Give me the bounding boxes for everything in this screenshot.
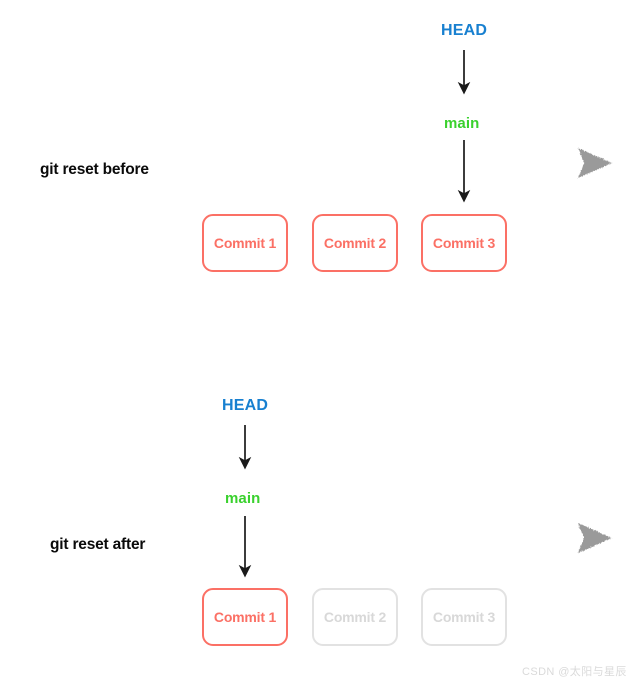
branch-label-before: main: [444, 115, 480, 132]
commit-box-after-2[interactable]: Commit 2: [312, 588, 398, 646]
row-label-before: git reset before: [40, 161, 149, 178]
commit-label: Commit 3: [432, 235, 496, 251]
watermark: CSDN @太阳与星辰: [522, 666, 627, 678]
timeline-before-arrowhead: [578, 148, 612, 178]
commit-label: Commit 1: [213, 609, 277, 625]
branch-label-after: main: [225, 490, 261, 507]
head-label-after: HEAD: [222, 397, 269, 414]
commit-box-before-2[interactable]: Commit 2: [312, 214, 398, 272]
commit-box-before-3[interactable]: Commit 3: [421, 214, 507, 272]
commit-box-after-1[interactable]: Commit 1: [202, 588, 288, 646]
commit-label: Commit 2: [323, 609, 387, 625]
commit-label: Commit 3: [432, 609, 496, 625]
timeline-after-arrowhead: [578, 523, 612, 553]
row-label-after: git reset after: [50, 536, 146, 553]
commit-label: Commit 2: [323, 235, 387, 251]
commit-box-after-3[interactable]: Commit 3: [421, 588, 507, 646]
commit-label: Commit 1: [213, 235, 277, 251]
head-label-before: HEAD: [441, 22, 488, 39]
commit-box-before-1[interactable]: Commit 1: [202, 214, 288, 272]
